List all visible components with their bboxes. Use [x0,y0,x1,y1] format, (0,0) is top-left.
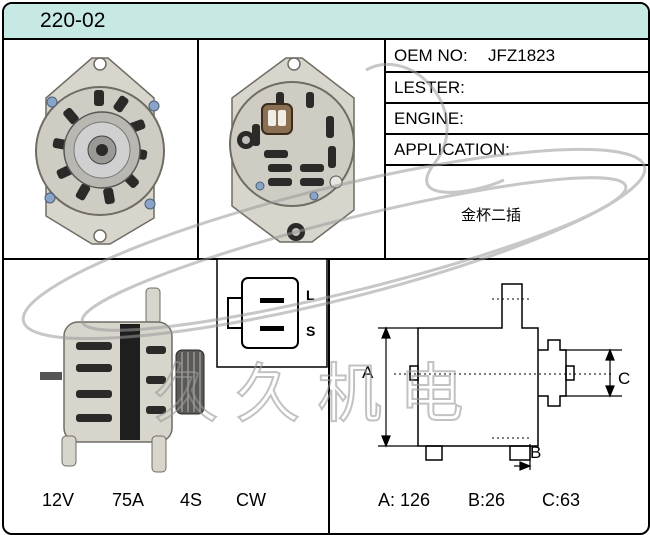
dim-label-b: B [530,443,541,462]
current-value: 75A [112,490,145,510]
divider-spec-1 [384,71,648,73]
application-label: APPLICATION: [394,140,510,159]
dim-b-value: B:26 [468,490,506,510]
divider-v3 [328,258,330,533]
divider-spec-3 [384,133,648,135]
dim-c-value: C:63 [542,490,581,510]
pin-l-label: L [306,287,315,303]
dim-label-c: C [618,369,630,388]
application-note: 金杯二插 [461,206,522,224]
divider-v1 [197,38,199,258]
pulley-value: 4S [180,490,203,510]
alternator-rear-view [229,57,355,243]
dim-label-a: A [362,363,374,382]
lester-label: LESTER: [394,78,465,97]
part-code: 220-02 [40,9,106,32]
alternator-front-view [35,57,165,245]
oem-label: OEM NO: [394,46,468,65]
divider-spec-2 [384,102,648,104]
dim-a-value: A: 126 [378,490,431,510]
divider-spec-4 [384,164,648,166]
engine-label: ENGINE: [394,109,464,128]
dimension-drawing: A C B [362,283,630,471]
alternator-side-view [40,287,205,473]
voltage-value: 12V [42,490,75,510]
pin-s-label: S [306,323,315,339]
rotation-value: CW [236,490,266,510]
oem-value: JFZ1823 [488,46,556,65]
header-bar: 220-02 [4,4,648,40]
plug-diagram: L S [216,258,328,368]
